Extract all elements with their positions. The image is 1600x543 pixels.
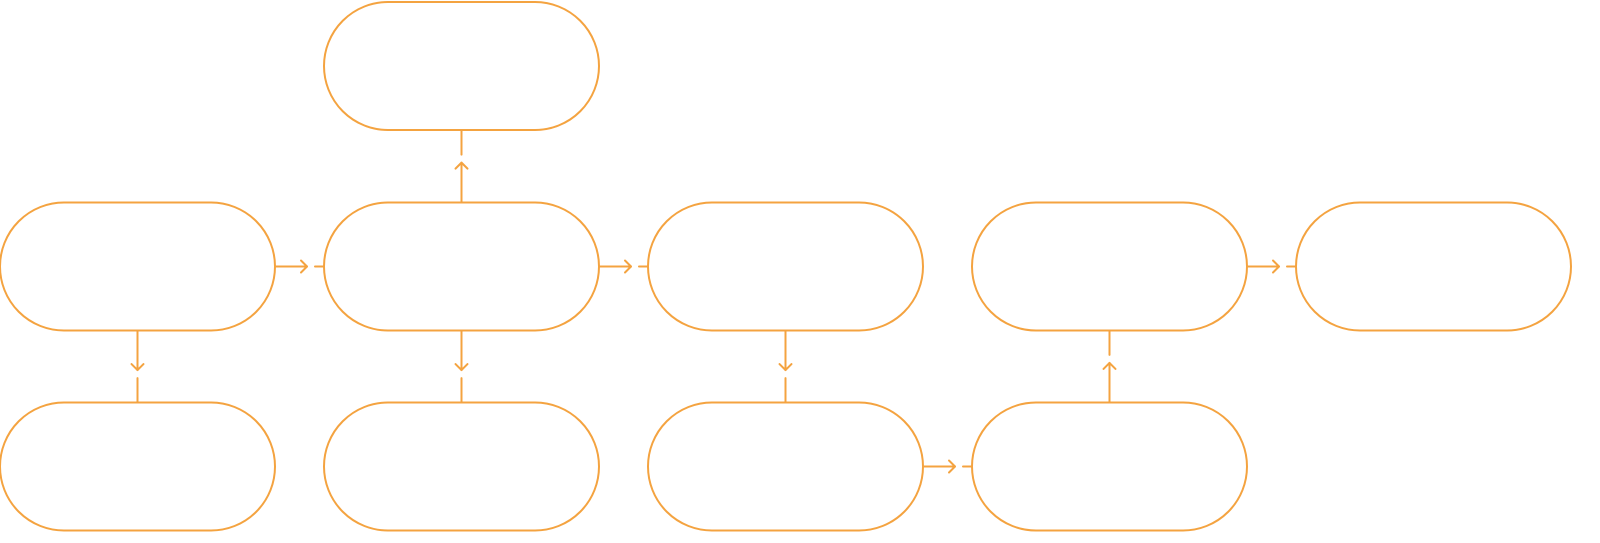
node-shape <box>971 201 1248 332</box>
nodes-layer <box>0 1 1572 532</box>
node-shape <box>0 401 276 532</box>
edge-middle-right-to-bottom-middle <box>778 329 793 404</box>
edge-bottom-middle-to-bottom-right <box>922 459 973 474</box>
node-center <box>323 201 600 332</box>
node-bottom-middle <box>647 401 924 532</box>
node-right-upper <box>971 201 1248 332</box>
arrowhead <box>1102 361 1117 370</box>
edge-center-to-bottom-center <box>454 329 469 404</box>
node-left <box>0 201 276 332</box>
node-shape <box>971 401 1248 532</box>
node-bottom-left <box>0 401 276 532</box>
node-shape <box>1295 201 1572 332</box>
edge-left-to-bottom-left <box>130 329 145 404</box>
node-far-right <box>1295 201 1572 332</box>
node-shape <box>647 201 924 332</box>
node-middle-right <box>647 201 924 332</box>
edge-center-to-top <box>454 129 469 204</box>
arrowhead <box>948 459 956 474</box>
edge-right-upper-to-far-right <box>1246 259 1297 274</box>
arrowhead <box>300 259 308 274</box>
arrowhead <box>1272 259 1280 274</box>
edge-bottom-right-to-right-upper <box>1102 329 1117 404</box>
edge-center-to-middle-right <box>598 259 649 274</box>
node-top <box>323 1 600 131</box>
node-shape <box>0 201 276 332</box>
arrowhead <box>454 363 469 372</box>
arrowhead <box>778 363 793 372</box>
arrowhead <box>454 161 469 170</box>
node-shape <box>323 201 600 332</box>
node-shape <box>647 401 924 532</box>
arrowhead <box>624 259 632 274</box>
edges-layer <box>130 129 1297 474</box>
node-bottom-right <box>971 401 1248 532</box>
node-bottom-center <box>323 401 600 532</box>
node-shape <box>323 401 600 532</box>
arrowhead <box>130 363 145 372</box>
node-shape <box>323 1 600 131</box>
edge-left-to-center <box>274 259 325 274</box>
